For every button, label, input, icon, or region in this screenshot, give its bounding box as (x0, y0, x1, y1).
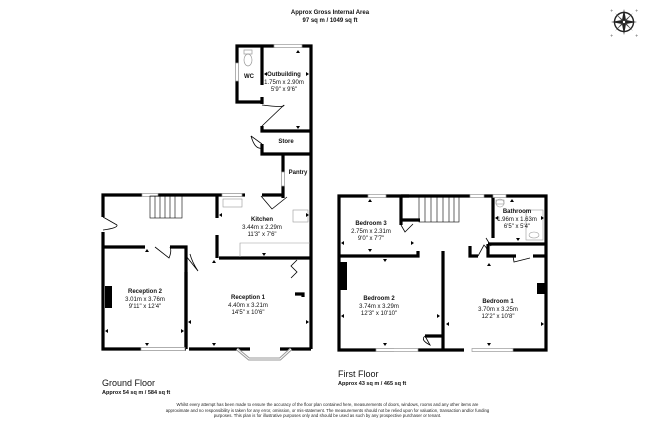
room-pantry: Pantry (289, 170, 308, 178)
room-reception-1: Reception 1 4.40m x 3.21m 14'5" x 10'6" (228, 295, 268, 318)
ground-floor-title: Ground Floor (102, 378, 156, 388)
ground-floor-caption: Ground Floor Approx 54 sq m / 584 sq ft (102, 378, 170, 397)
bathroom-fixtures (495, 198, 544, 241)
ground-dimension-markers (105, 50, 309, 346)
room-metric: 2.75m x 2.31m (351, 228, 391, 235)
landing-window (469, 194, 485, 198)
room-name: WC (244, 74, 254, 80)
ground-floor-walls (101, 193, 313, 351)
room-name: Bedroom 3 (355, 221, 387, 227)
room-imperial: 5'9" x 9'6" (270, 87, 298, 93)
bedroom3-window (367, 194, 387, 198)
wc-window (235, 62, 239, 82)
ground-floor-area: Approx 54 sq m / 584 sq ft (102, 390, 171, 396)
svg-text:+: + (610, 8, 613, 13)
ground-doors (102, 195, 298, 279)
ground-stairs (149, 195, 183, 219)
room-metric: 1.75m x 2.90m (264, 79, 304, 86)
room-name: Pantry (288, 170, 308, 176)
room-metric: 3.01m x 3.76m (125, 296, 165, 303)
room-imperial: 6'5" x 5'4" (503, 224, 531, 230)
room-metric: 3.74m x 3.29m (359, 303, 399, 310)
room-bedroom-3: Bedroom 3 2.75m x 2.31m 9'0" x 7'7" (351, 221, 391, 244)
room-name: Reception 1 (230, 295, 265, 301)
room-imperial: 9'0" x 7'7" (357, 236, 385, 242)
room-kitchen: Kitchen 3.44m x 2.29m 11'3" x 7'6" (242, 217, 282, 240)
gross-area-label: Approx Gross Internal Area (290, 10, 370, 16)
outbuilding-door (250, 104, 285, 149)
room-bedroom-1: Bedroom 1 3.70m x 3.25m 12'2" x 10'8" (478, 299, 518, 322)
room-name: Kitchen (250, 217, 273, 223)
room-store: Store (278, 139, 293, 147)
room-wc: WC (244, 74, 254, 82)
first-floor-doors (400, 223, 531, 346)
room-name: Outbuilding (267, 72, 301, 78)
room-metric: 1.96m x 1.63m (497, 216, 537, 223)
room-imperial: 12'3" x 10'10" (360, 311, 398, 317)
compass-rose-icon: + + + + (610, 8, 638, 38)
first-floor-caption: First Floor Approx 43 sq m / 465 sq ft (338, 369, 406, 388)
first-floor-plan (337, 194, 548, 352)
room-outbuilding: Outbuilding 1.75m x 2.90m 5'9" x 9'6" (264, 72, 304, 95)
first-floor-walls (337, 194, 548, 352)
room-reception-2: Reception 2 3.01m x 3.76m 9'11" x 12'4" (125, 289, 165, 312)
ground-floor-plan (101, 44, 313, 361)
first-floor-stairs (418, 196, 460, 223)
room-bathroom: Bathroom 1.96m x 1.63m 6'5" x 5'4" (497, 209, 537, 232)
gross-internal-area: Approx Gross Internal Area 97 sq m / 104… (240, 9, 420, 25)
outbuilding-window (273, 44, 303, 48)
kitchen-fittings (222, 198, 310, 257)
room-metric: 3.44m x 2.29m (242, 224, 282, 231)
bathroom-window (492, 194, 507, 198)
svg-text:+: + (610, 33, 613, 38)
room-name: Bedroom 1 (482, 299, 514, 305)
room-metric: 3.70m x 3.25m (478, 306, 518, 313)
pantry-window (281, 171, 285, 187)
first-floor-area: Approx 43 sq m / 465 sq ft (338, 381, 407, 387)
room-metric: 4.40m x 3.21m (228, 302, 268, 309)
bedroom1-window (471, 348, 514, 352)
reception2-window (140, 347, 186, 351)
svg-text:+: + (635, 33, 638, 38)
room-imperial: 11'3" x 7'6" (247, 232, 277, 238)
room-name: Reception 2 (127, 289, 162, 295)
gross-area-value: 97 sq m / 1049 sq ft (302, 18, 358, 24)
disclaimer-text: Whilst every attempt has been made to en… (165, 402, 490, 419)
room-name: Bathroom (502, 209, 532, 215)
room-bedroom-2: Bedroom 2 3.74m x 3.29m 12'3" x 10'10" (359, 296, 399, 319)
wc-toilet (243, 49, 253, 67)
room-imperial: 12'2" x 10'8" (481, 314, 515, 320)
first-floor-dimension-markers (341, 199, 544, 346)
room-name: Bedroom 2 (363, 296, 395, 302)
kitchen-window (221, 193, 243, 197)
room-imperial: 9'11" x 12'4" (128, 304, 162, 310)
room-name: Store (278, 139, 294, 145)
first-floor-title: First Floor (338, 369, 379, 379)
bedroom2-window (375, 348, 419, 352)
room-imperial: 14'5" x 10'6" (231, 310, 265, 316)
svg-text:+: + (635, 8, 638, 13)
